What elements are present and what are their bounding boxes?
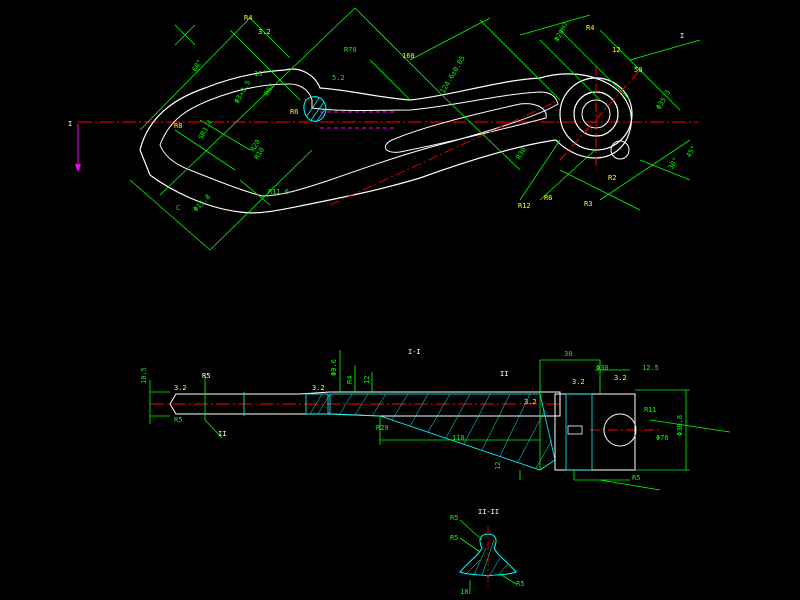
dim-label: 15°	[254, 70, 267, 78]
dim-label: 12	[612, 46, 620, 54]
pin-hatch-2	[310, 101, 325, 121]
dim-label: 60°	[191, 58, 204, 73]
dim-label: R5	[516, 580, 524, 588]
hatch-lines	[309, 393, 553, 469]
side-view: I-I II 10.5 3.2 R5 R5 II 3.2 Φ9.6 R4 12 …	[140, 348, 731, 491]
dim-label: R6	[290, 108, 298, 116]
pin-hatch-1	[306, 97, 320, 117]
dim-label: 12	[494, 462, 502, 470]
hatch-block-1	[305, 393, 329, 415]
small-hole	[610, 140, 630, 160]
dim-label: R5	[174, 416, 182, 424]
dim-label: 45°	[685, 144, 698, 159]
dim-label: Φ30.8	[676, 415, 684, 436]
hook-outline	[139, 68, 632, 214]
dim-label: R4	[244, 14, 252, 22]
dim-label: 18	[460, 588, 468, 596]
boss-hatch	[565, 393, 593, 471]
top-dimension-lines	[129, 7, 701, 251]
hook-inner-outline	[159, 83, 559, 197]
dim-label: R2	[608, 174, 616, 182]
dim-label: Φ20H7	[553, 21, 570, 43]
taper-section	[329, 393, 556, 471]
side-view-title: I-I	[408, 348, 421, 356]
dim-label: R11	[644, 406, 657, 414]
dim-label: R29	[376, 424, 389, 432]
section-arrowhead-left	[75, 164, 81, 172]
section-marker-left: I	[68, 120, 72, 128]
dim-label: 160	[402, 52, 415, 60]
dim-label: Φ76	[656, 434, 669, 442]
side-dimension-lines	[149, 350, 731, 491]
dim-label: R5	[632, 474, 640, 482]
dim-label: 30	[564, 350, 572, 358]
dim-label: R12	[518, 202, 531, 210]
dim-label: 124.6±0.05	[439, 54, 467, 95]
dim-label: 110	[452, 434, 465, 442]
shank-outline	[169, 391, 561, 417]
dim-label: II	[218, 430, 226, 438]
section-view: II-II R5 R5 R5 18	[450, 508, 524, 596]
boss-block	[554, 393, 636, 471]
dim-label: 3.2	[524, 398, 537, 406]
dim-label: R5	[450, 534, 458, 542]
dim-label: R5	[202, 372, 210, 380]
section-view-title: II-II	[478, 508, 499, 516]
dim-label: 30°	[667, 156, 680, 171]
dim-label: R4	[586, 24, 594, 32]
dim-label: R8	[174, 122, 182, 130]
curve-centerline	[329, 99, 561, 206]
dim-label: 50	[634, 66, 642, 74]
dim-label: 3.2	[258, 28, 271, 36]
boss-hole-side	[603, 413, 637, 447]
dim-label: 3.2	[614, 374, 627, 382]
dim-label: Φ30	[596, 364, 609, 372]
dim-label: R5	[450, 514, 458, 522]
boss-centerline-d	[559, 69, 641, 161]
dim-label: R3	[584, 200, 592, 208]
section-hatch	[465, 539, 509, 576]
dim-label: R6	[544, 194, 552, 202]
dim-label: 3.2	[312, 384, 325, 392]
boss-outer	[559, 77, 633, 151]
pin-slot-side	[567, 425, 583, 435]
dim-label: Φ3×8.5	[233, 79, 253, 105]
dim-label: 3.2	[174, 384, 187, 392]
dim-label: 10.5	[140, 367, 148, 384]
dim-label: 12	[363, 376, 371, 384]
dim-label: R11.6	[268, 188, 289, 196]
section-marker-right: I	[680, 32, 684, 40]
section-dimension-lines	[459, 519, 517, 594]
slot-outline	[384, 103, 547, 153]
dim-label: R4	[346, 376, 354, 384]
top-view: I I 60° R4 3.2 Φ3×8.5 R62 15° R6 R20 R11…	[68, 7, 701, 251]
side-section-marker: II	[500, 370, 508, 378]
dim-label: Φ9.6	[330, 359, 338, 376]
dim-label: Φ15.8	[192, 193, 213, 214]
dim-label: 5.2	[332, 74, 345, 82]
dim-label: 3.2	[572, 378, 585, 386]
dim-label: C	[176, 204, 180, 212]
pin-hatch-3	[315, 107, 327, 123]
dim-label: 12.5	[642, 364, 659, 372]
dim-label: R70	[344, 46, 357, 54]
pin-section	[303, 96, 327, 122]
